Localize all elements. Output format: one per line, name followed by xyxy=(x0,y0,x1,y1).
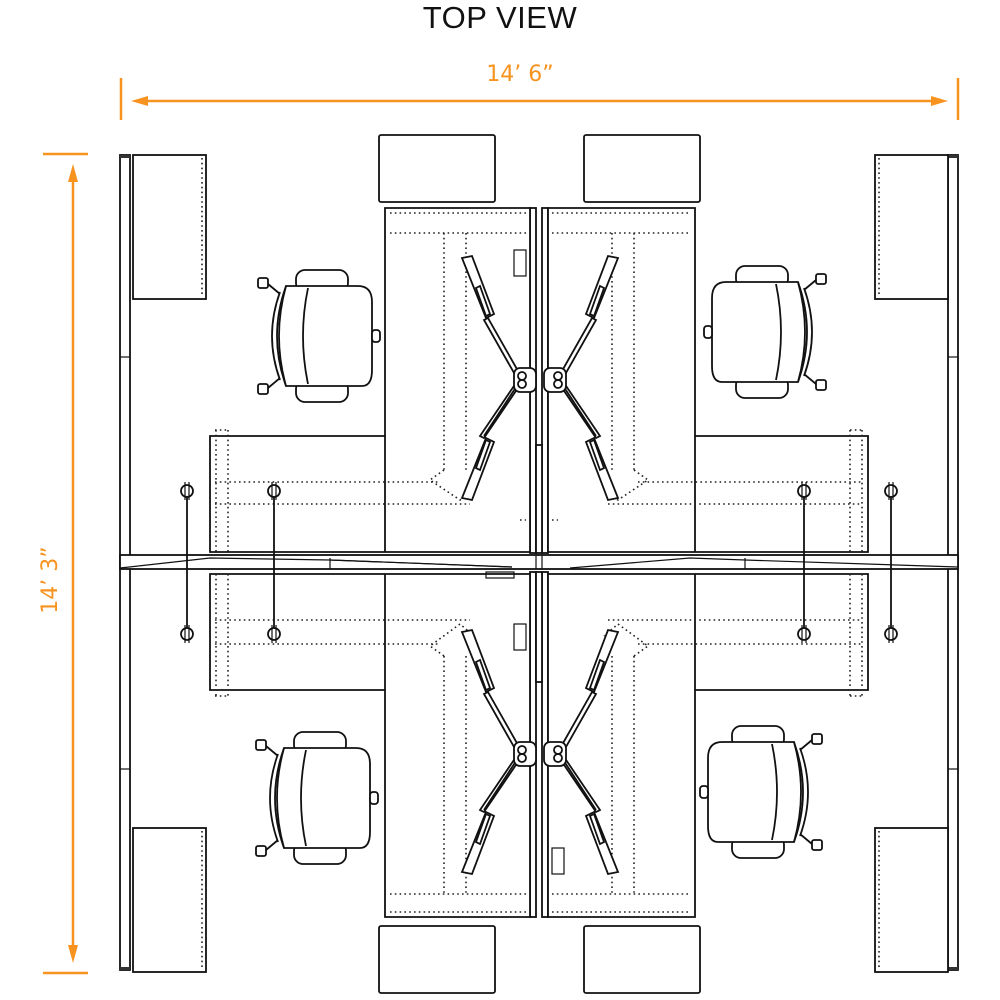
power-cable-right-inner xyxy=(797,481,811,644)
pedestal-bottom-right xyxy=(583,925,701,994)
width-dimension-label: 14’ 6” xyxy=(486,62,554,87)
power-cable-right-outer xyxy=(884,481,898,644)
diagram-title: TOP VIEW xyxy=(422,0,578,35)
height-dimension-line xyxy=(43,152,88,975)
storage-cabinet-bottom-left xyxy=(132,827,207,973)
width-dimension-line xyxy=(119,78,960,120)
storage-cabinet-bottom-right xyxy=(874,827,949,973)
chair-top-right xyxy=(703,265,827,399)
storage-cabinet-top-left xyxy=(132,154,207,300)
pedestal-top-left xyxy=(378,134,496,203)
chair-bottom-right xyxy=(699,725,823,859)
chair-top-left xyxy=(257,269,381,403)
storage-cabinet-top-right xyxy=(874,154,949,300)
desk-bottom-right xyxy=(547,573,869,918)
power-cable-left-outer xyxy=(180,481,194,644)
chair-bottom-left xyxy=(255,731,379,865)
pedestal-bottom-left xyxy=(378,925,496,994)
center-horizontal-spine xyxy=(119,554,959,570)
pedestal-top-right xyxy=(583,134,701,203)
power-cable-left-inner xyxy=(267,481,281,644)
desk-bottom-left xyxy=(209,571,531,918)
